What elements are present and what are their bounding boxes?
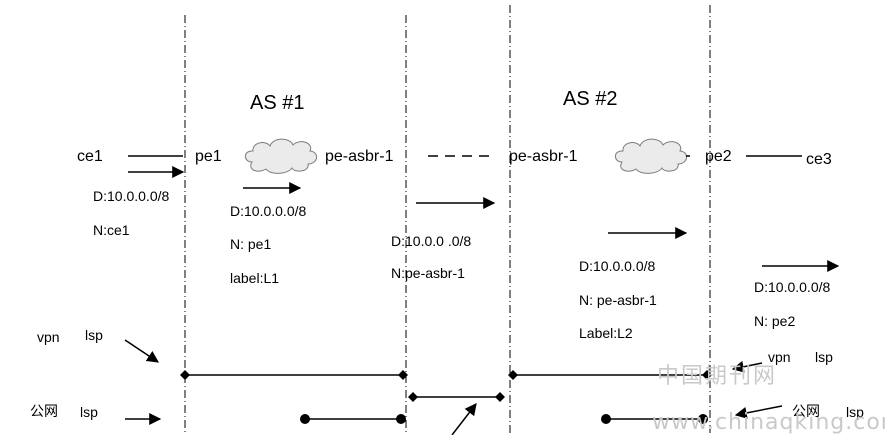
watermark-url: www.chinaqking.com — [652, 410, 885, 435]
node-ce3: ce3 — [806, 151, 832, 168]
public-lsp-as1-start — [300, 414, 310, 424]
vpn-label-left: vpn — [37, 329, 60, 345]
route4-dest: D:10.0.0.0/8 — [579, 258, 656, 274]
public-lsp-as1-end — [396, 414, 406, 424]
node-pe-asbr-1-as2: pe-asbr-1 — [509, 148, 578, 165]
pointer-vpn-left — [124, 339, 159, 363]
node-pe-asbr-1-as1: pe-asbr-1 — [325, 148, 394, 165]
vpn-lsp-as2-start — [508, 370, 518, 380]
public-network-label-left: 公网 — [30, 404, 58, 420]
lsp-label-left: lsp — [85, 327, 103, 343]
public-lsp-label-left: lsp — [80, 404, 98, 420]
public-lsp-label-right: lsp — [846, 404, 864, 420]
public-lsp-as2-end — [698, 414, 708, 424]
pointer-vpn-right — [731, 360, 763, 373]
as2-label: AS #2 — [563, 88, 618, 110]
route2-label: label:L1 — [230, 270, 280, 286]
vpn-lsp-as1-start — [180, 370, 190, 380]
route2-dest: D:10.0.0.0/8 — [230, 203, 307, 219]
watermark-text: 中国期刊网 — [657, 364, 778, 389]
as1-label: AS #1 — [250, 92, 305, 114]
route3-nexthop: N:pe-asbr-1 — [391, 265, 465, 281]
vpn-lsp-inter-as-start — [408, 392, 418, 402]
route4-nexthop: N: pe-asbr-1 — [579, 292, 657, 308]
lsp-label-right: lsp — [815, 349, 833, 365]
route1-dest: D:10.0.0.0/8 — [93, 188, 170, 204]
cloud-icon-as1 — [244, 138, 317, 174]
route2-nexthop: N: pe1 — [230, 236, 272, 252]
vpn-lsp-as1-end — [398, 370, 408, 380]
route1-nexthop: N:ce1 — [93, 222, 130, 238]
node-pe2: pe2 — [705, 148, 732, 165]
node-pe1: pe1 — [195, 148, 222, 165]
public-network-label-right: 公网 — [792, 404, 820, 420]
route4-label: Label:L2 — [579, 325, 633, 341]
cloud-icon-as2 — [614, 138, 687, 174]
route3-dest: D:10.0.0 .0/8 — [391, 233, 472, 249]
route5-dest: D:10.0.0.0/8 — [754, 279, 831, 295]
pointer-inter-as — [451, 403, 477, 435]
pointer-public-right — [734, 405, 783, 419]
vpn-lsp-as2-end — [702, 370, 712, 380]
vpn-lsp-inter-as-end — [495, 392, 505, 402]
route5-nexthop: N: pe2 — [754, 313, 796, 329]
vpn-label-right: vpn — [768, 349, 791, 365]
public-lsp-as2-start — [601, 414, 611, 424]
node-ce1: ce1 — [77, 148, 103, 165]
